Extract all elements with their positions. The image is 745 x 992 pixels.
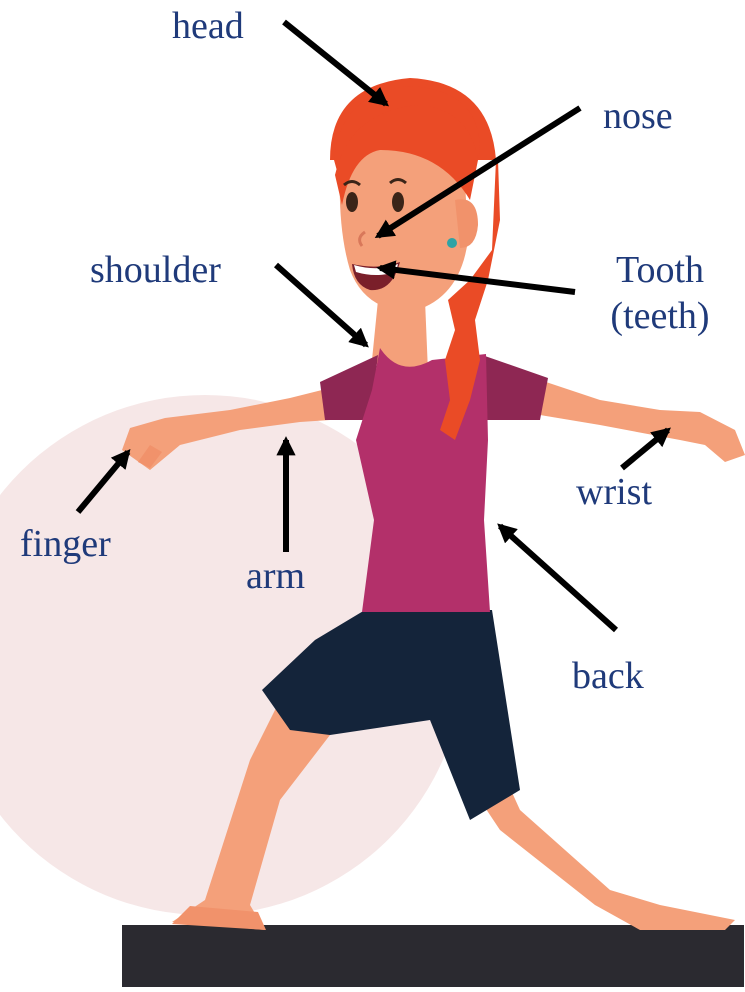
earring: [447, 238, 457, 248]
label-tooth-line2: (teeth): [590, 296, 730, 336]
label-nose: nose: [603, 96, 673, 136]
arrow-head: [284, 22, 386, 104]
label-head: head: [172, 6, 244, 46]
right-sleeve: [482, 355, 548, 420]
label-back: back: [572, 656, 644, 696]
label-finger: finger: [20, 524, 111, 564]
left-eye: [346, 192, 358, 212]
arrow-shoulder: [276, 265, 366, 345]
label-tooth: Tooth (teeth): [590, 250, 730, 336]
label-wrist: wrist: [576, 472, 652, 512]
right-eye: [392, 192, 404, 212]
arrow-wrist: [622, 430, 668, 468]
label-shoulder: shoulder: [90, 250, 221, 290]
arrow-back: [500, 526, 616, 630]
label-arm: arm: [246, 556, 305, 596]
yoga-platform: [122, 925, 744, 987]
label-tooth-line1: Tooth: [590, 250, 730, 290]
